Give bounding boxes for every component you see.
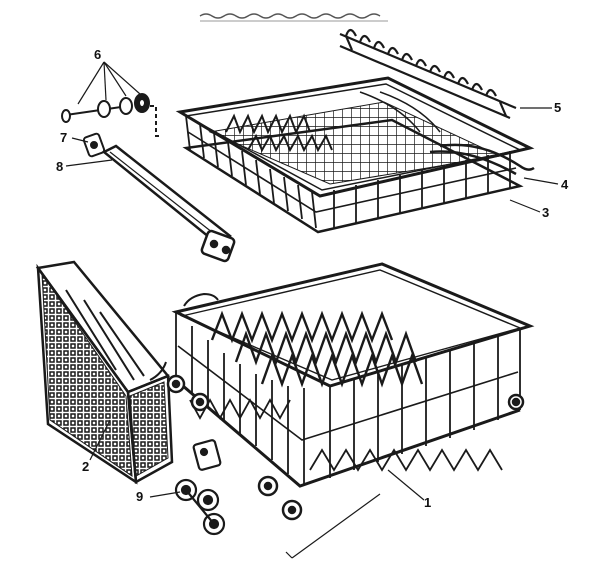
- callout-4: 4: [561, 177, 569, 192]
- lower-dish-rack: [166, 262, 535, 521]
- lower-rack-roller: [174, 439, 226, 536]
- silverware-basket: [35, 260, 174, 485]
- rack-track: [101, 144, 236, 263]
- callout-9: 9: [136, 489, 144, 504]
- callout-3: 3: [542, 205, 550, 220]
- cup-shelf: [339, 28, 517, 120]
- callout-8: 8: [56, 159, 64, 174]
- roller-axle-assembly: [61, 93, 162, 137]
- callout-6: 6: [94, 47, 102, 62]
- leader-lines: [65, 61, 559, 559]
- callout-1: 1: [424, 495, 432, 510]
- callout-2: 2: [82, 459, 90, 474]
- header-scribble: [199, 13, 388, 22]
- callout-5: 5: [554, 100, 562, 115]
- upper-rack-rail: [429, 143, 535, 176]
- upper-dish-rack: [175, 76, 535, 234]
- track-end-cap: [82, 132, 106, 158]
- callout-7: 7: [60, 130, 68, 145]
